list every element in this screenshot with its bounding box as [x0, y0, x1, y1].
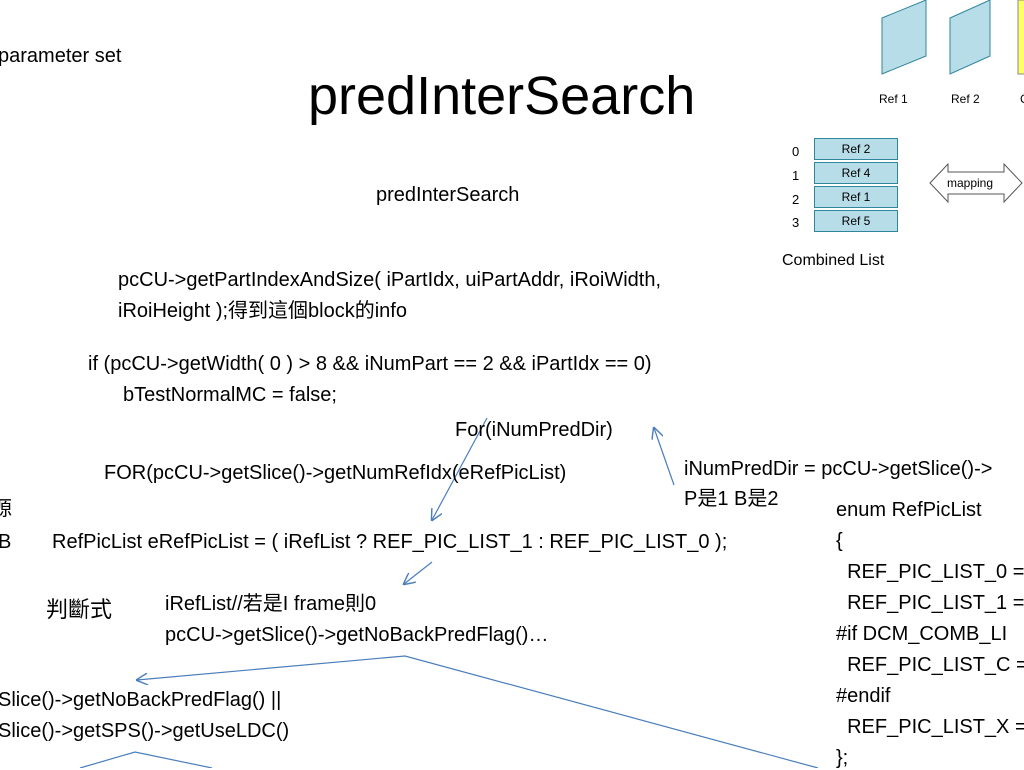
code-line-reflist: RefPicList eRefPicList = ( iRefList ? RE… [52, 531, 728, 553]
list-index: 3 [792, 215, 800, 230]
combined-list-cell: Ref 4 [814, 162, 898, 184]
code-line-for-ref: FOR(pcCU->getSlice()->getNumRefIdx(eRefP… [104, 462, 567, 484]
left-cut-text-2: B [0, 531, 12, 553]
mapping-label: mapping [947, 176, 994, 190]
enum-line: REF_PIC_LIST_0 = [836, 561, 1024, 583]
code-line-getpart-2: iRoiHeight );得到這個block的info [118, 300, 407, 322]
code-line-ireflist-2: pcCU->getSlice()->getNoBackPredFlag()… [165, 624, 549, 646]
enum-line: }; [836, 747, 849, 769]
combined-list-cell: Ref 5 [814, 210, 898, 232]
enum-line: #if DCM_COMB_LI [836, 623, 1008, 645]
code-line-btest: bTestNormalMC = false; [123, 384, 337, 406]
left-cut-text-1: 源 [0, 498, 12, 520]
numpred-note-2: P是1 B是2 [684, 488, 779, 510]
code-line-for-pred: For(iNumPredDir) [455, 419, 613, 441]
list-index: 1 [792, 168, 800, 183]
combined-list-cell: Ref 1 [814, 186, 898, 208]
combined-list-cell: Ref 2 [814, 138, 898, 160]
ref-label: C [1020, 92, 1024, 106]
arrow-reflist-to-ireflist [404, 561, 433, 584]
ref-label: Ref 1 [879, 92, 908, 106]
numpred-note-1: iNumPredDir = pcCU->getSlice()-> [684, 458, 993, 480]
combined-list-caption: Combined List [782, 252, 885, 269]
arrow-for-to-reflist [432, 417, 488, 520]
code-line-ireflist-1: iRefList//若是I frame則0 [165, 593, 377, 615]
code-line-getpart-1: pcCU->getPartIndexAndSize( iPartIdx, uiP… [118, 269, 662, 291]
code-line-if: if (pcCU->getWidth( 0 ) > 8 && iNumPart … [88, 353, 652, 375]
arrow-bottom-tail [79, 751, 213, 768]
enum-line: REF_PIC_LIST_1 = [836, 592, 1024, 614]
enum-line: { [836, 530, 843, 552]
ref-label: Ref 2 [951, 92, 980, 106]
code-line-bottom-2: Slice()->getSPS()->getUseLDC() [0, 720, 290, 742]
arrow-enum-to-bottom [137, 655, 819, 768]
corner-text: parameter set [0, 45, 122, 67]
slide-subtitle: predInterSearch [376, 184, 520, 206]
slide-title: predInterSearch [308, 66, 696, 126]
arrow-numpred-to-for [654, 428, 675, 486]
enum-line: REF_PIC_LIST_X = [836, 716, 1024, 738]
enum-line: enum RefPicList [836, 499, 982, 521]
enum-line: #endif [836, 685, 891, 707]
list-index: 0 [792, 144, 800, 159]
enum-line: REF_PIC_LIST_C = [836, 654, 1024, 676]
code-line-bottom-1: Slice()->getNoBackPredFlag() || [0, 689, 282, 711]
list-index: 2 [792, 192, 800, 207]
judge-label: 判斷式 [46, 598, 113, 623]
